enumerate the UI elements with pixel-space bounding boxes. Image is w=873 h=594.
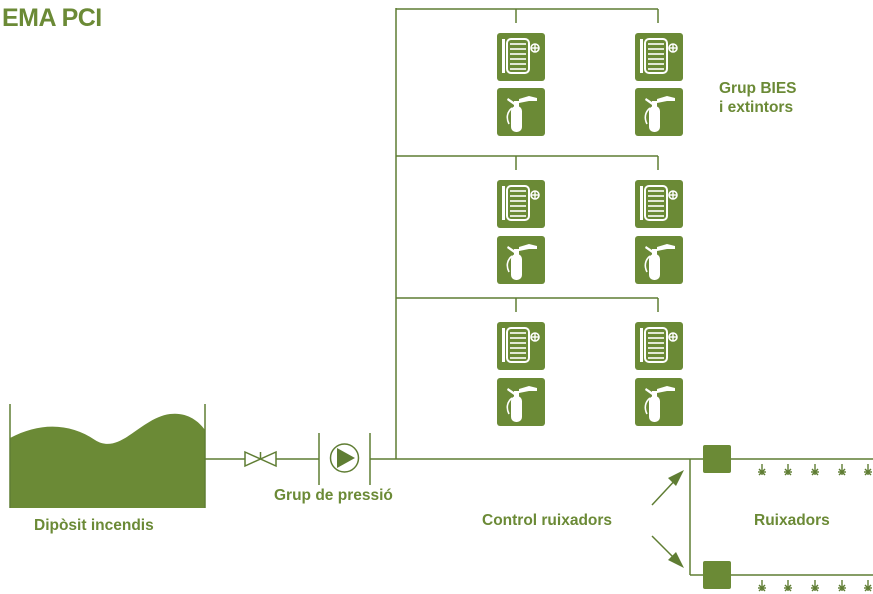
fire-extinguisher-icon — [496, 235, 546, 285]
fire-hose-reel-icon — [496, 179, 546, 229]
pump-group-label: Grup de pressió — [274, 487, 393, 504]
sprinkler-head-icon — [837, 463, 847, 476]
fire-hose-reel-icon — [634, 32, 684, 82]
bies-group-label: Grup BIES i extintors — [719, 79, 797, 117]
sprinkler-head-icon — [783, 463, 793, 476]
sprinklers-label: Ruixadors — [754, 512, 830, 529]
arrow-down-icon — [651, 535, 684, 568]
fire-extinguisher-icon — [496, 87, 546, 137]
diagram-title: EMA PCI — [2, 4, 102, 32]
fire-extinguisher-icon — [634, 235, 684, 285]
sprinkler-control-valve — [703, 561, 731, 589]
fire-extinguisher-icon — [634, 377, 684, 427]
pump-icon — [318, 433, 371, 485]
bies-label-line2: i extintors — [719, 99, 794, 116]
sprinkler-line-lower — [757, 579, 873, 592]
fire-hose-reel-icon — [634, 179, 684, 229]
gate-valve-icon — [244, 450, 277, 468]
bie-group — [496, 32, 684, 427]
fire-extinguisher-icon — [496, 377, 546, 427]
sprinkler-head-icon — [863, 463, 873, 476]
arrow-up-icon — [651, 470, 684, 506]
tank-label: Dipòsit incendis — [34, 517, 154, 534]
sprinkler-head-icon — [757, 463, 767, 476]
sprinkler-control-valve — [703, 445, 731, 473]
sprinkler-line-upper — [757, 463, 873, 476]
sprinkler-control-label: Control ruixadors — [482, 512, 613, 529]
sprinkler-head-icon — [810, 579, 820, 592]
bies-label-line1: Grup BIES — [719, 80, 797, 97]
sprinkler-head-icon — [863, 579, 873, 592]
sprinkler-head-icon — [810, 463, 820, 476]
fire-hose-reel-icon — [496, 32, 546, 82]
sprinkler-head-icon — [757, 579, 767, 592]
fire-hose-reel-icon — [634, 321, 684, 371]
water-tank — [9, 404, 206, 508]
pipe-network — [205, 8, 873, 576]
sprinkler-head-icon — [837, 579, 847, 592]
sprinkler-head-icon — [783, 579, 793, 592]
fire-extinguisher-icon — [634, 87, 684, 137]
fire-hose-reel-icon — [496, 321, 546, 371]
